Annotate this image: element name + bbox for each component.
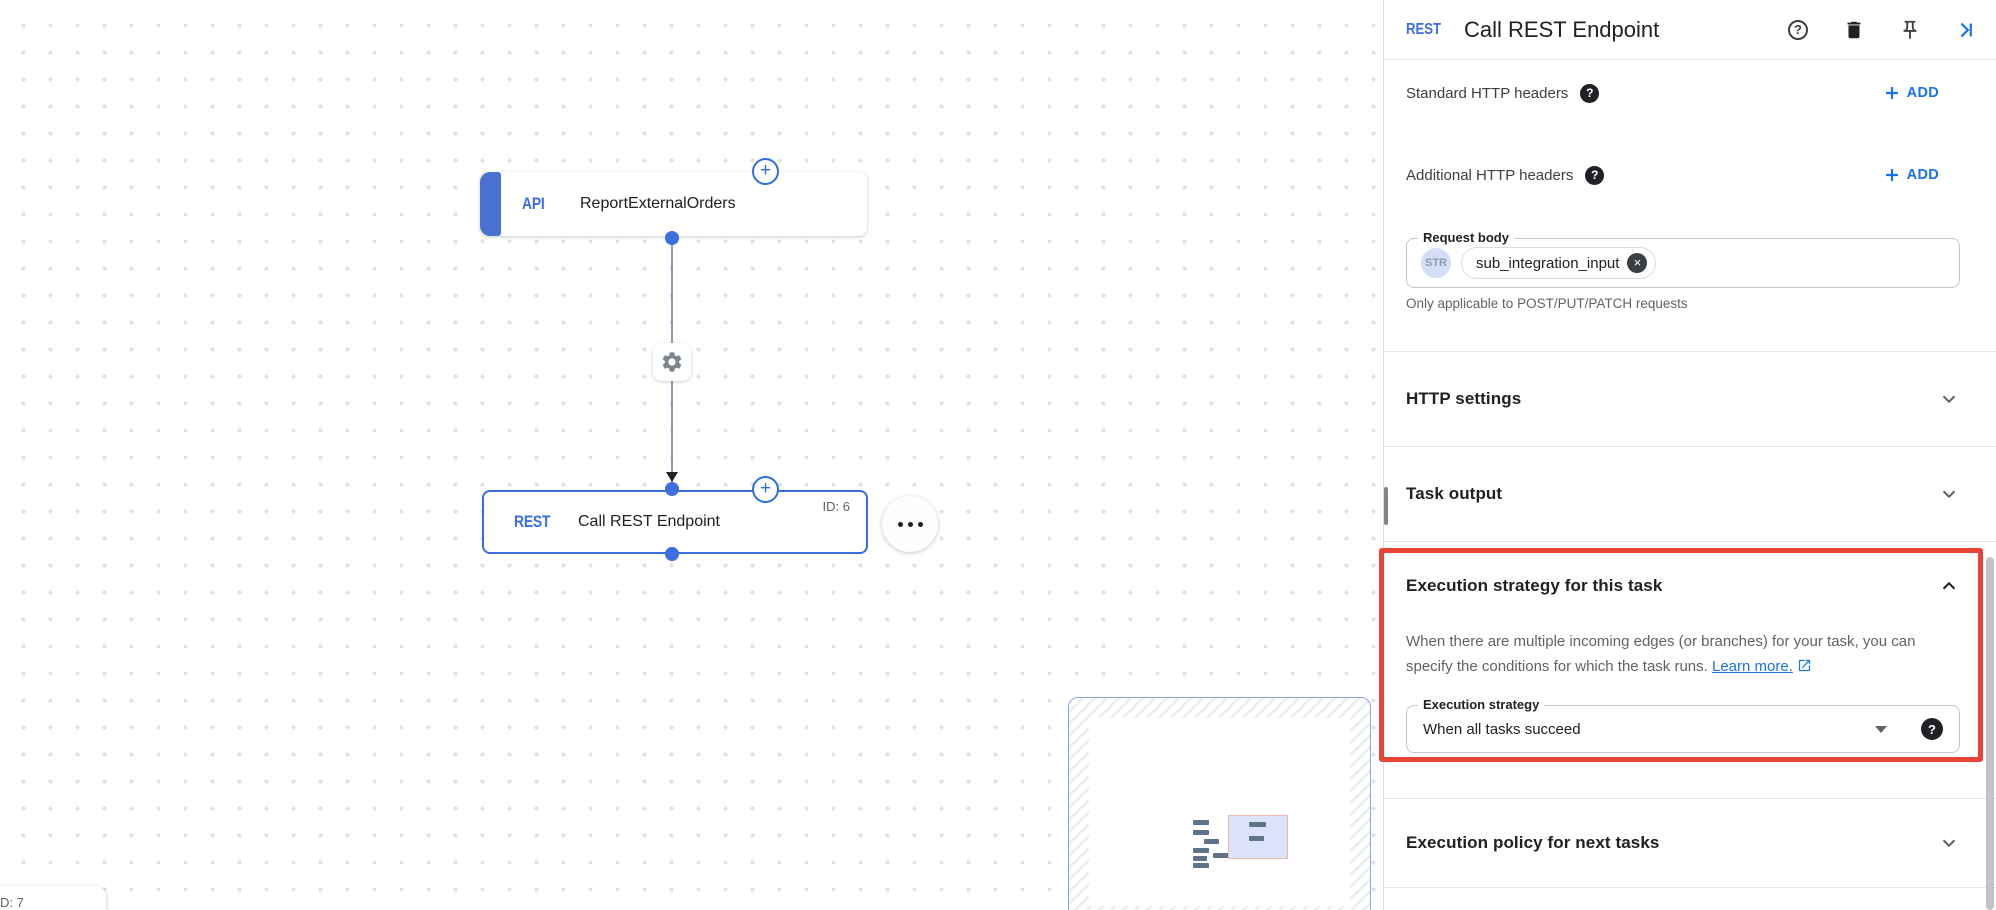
additional-http-headers-row: Additional HTTP headers ? ADD [1384,152,1996,198]
request-body-helper-text: Only applicable to POST/PUT/PATCH reques… [1406,296,1688,311]
request-body-field[interactable]: Request body STR sub_integration_input × [1406,230,1960,288]
string-type-chip: STR [1421,248,1451,278]
add-task-button-2[interactable]: + [752,476,779,503]
trigger-node-report-external-orders[interactable]: API ReportExternalOrders [480,172,867,236]
task-input-port[interactable] [665,482,679,496]
edge-output-port[interactable] [665,231,679,245]
section-execution-policy[interactable]: Execution policy for next tasks [1384,799,1996,888]
task-id-badge: ID: 6 [822,499,850,514]
execution-strategy-title: Execution strategy for this task [1406,576,1663,595]
execution-strategy-header[interactable]: Execution strategy for this task [1384,542,1996,630]
task-node-call-rest-endpoint[interactable]: REST Call REST Endpoint ID: 6 [482,490,868,554]
chevron-down-icon [1942,395,1956,404]
plus-icon: + [759,160,772,181]
help-icon[interactable]: ? [1580,83,1600,103]
minimap-node-bar [1193,848,1209,853]
pin-icon [1903,20,1917,39]
partial-node-bottom-left[interactable]: D: 7 [0,886,106,910]
dropdown-arrow-icon[interactable] [1875,725,1887,733]
spacer [1384,753,1996,798]
divider [1384,351,1996,352]
remove-value-button[interactable]: × [1627,253,1648,273]
help-icon[interactable]: ? [1585,165,1605,185]
gear-icon [662,352,682,372]
task-output-title: Task output [1406,484,1503,503]
execution-policy-title: Execution policy for next tasks [1406,833,1660,852]
section-http-settings[interactable]: HTTP settings [1384,352,1996,447]
add-standard-header-button[interactable]: ADD [1884,85,1939,101]
minimap-node-bar [1193,856,1207,861]
workflow-canvas[interactable]: API ReportExternalOrders + REST Call RES… [0,0,1383,910]
trigger-node-label: ReportExternalOrders [580,195,736,212]
execution-strategy-field-label: Execution strategy [1418,697,1545,712]
add-button-label: ADD [1906,85,1939,101]
request-body-value-chip[interactable]: sub_integration_input × [1461,247,1657,279]
panel-scrollbar-thumb[interactable] [1986,557,1994,910]
minimap-node-bar [1193,820,1209,825]
rest-task-badge: REST [514,512,551,531]
description-text: When there are multiple incoming edges (… [1406,633,1916,675]
help-button[interactable]: ? [1786,18,1810,42]
standard-http-headers-label: Standard HTTP headers [1406,84,1569,102]
minimap-node-bar [1193,830,1209,835]
close-icon: × [1633,255,1642,270]
standard-http-headers-row: Standard HTTP headers ? ADD [1384,70,1996,116]
http-settings-title: HTTP settings [1406,389,1522,408]
more-dots-icon [897,521,903,527]
collapse-panel-button[interactable] [1954,18,1978,42]
more-dots-icon [917,521,923,527]
trash-icon [1847,21,1861,38]
plus-icon: + [759,478,772,499]
api-trigger-badge: API [522,194,545,213]
execution-strategy-dropdown[interactable]: Execution strategy When all tasks succee… [1406,697,1960,753]
minimap-node-bar [1249,822,1266,827]
execution-strategy-description: When there are multiple incoming edges (… [1406,630,1936,679]
execution-strategy-value: When all tasks succeed [1423,720,1581,738]
plus-icon [1885,87,1898,99]
section-task-output[interactable]: Task output [1384,447,1996,542]
task-config-panel: REST Call REST Endpoint ? [1379,0,1996,910]
learn-more-link[interactable]: Learn more. [1712,657,1793,675]
minimap-node-bar [1193,863,1209,868]
add-additional-header-button[interactable]: ADD [1884,167,1939,183]
delete-task-button[interactable] [1842,18,1866,42]
section-execution-strategy: Execution strategy for this task When th… [1384,542,1996,799]
partial-node-id-badge: D: 7 [0,895,24,910]
chevron-down-icon [1942,490,1956,499]
minimap-node-bar [1249,836,1264,841]
minimap-node-bar [1204,839,1219,844]
chevron-down-icon [1942,839,1956,848]
edge-config-button[interactable] [653,343,691,381]
trigger-accent-bar [480,172,501,236]
pin-panel-button[interactable] [1898,18,1922,42]
request-body-value: sub_integration_input [1476,254,1620,272]
panel-header: REST Call REST Endpoint ? [1384,0,1996,60]
collapse-right-icon [1960,22,1972,37]
rest-badge: REST [1406,20,1441,38]
task-more-options-button[interactable] [882,496,938,552]
task-node-label: Call REST Endpoint [578,513,720,530]
help-icon[interactable]: ? [1921,718,1943,740]
minimap-viewport [1089,718,1350,906]
more-dots-icon [907,521,913,527]
minimap-node-bar [1213,853,1229,858]
canvas-minimap[interactable] [1068,697,1371,910]
additional-http-headers-label: Additional HTTP headers [1406,166,1574,184]
panel-header-actions: ? [1786,18,1978,42]
add-task-button[interactable]: + [752,158,779,185]
chevron-up-icon [1942,581,1956,590]
panel-left-scroll-indicator [1384,487,1388,525]
task-output-port[interactable] [665,547,679,561]
external-link-icon[interactable] [1797,658,1812,673]
add-button-label: ADD [1906,167,1939,183]
minimap-viewport-box [1228,815,1288,859]
help-icon: ? [1788,19,1808,40]
panel-title: Call REST Endpoint [1464,16,1660,42]
plus-icon [1885,169,1898,181]
request-body-label: Request body [1418,230,1514,245]
edge-arrowhead-icon [666,472,678,482]
